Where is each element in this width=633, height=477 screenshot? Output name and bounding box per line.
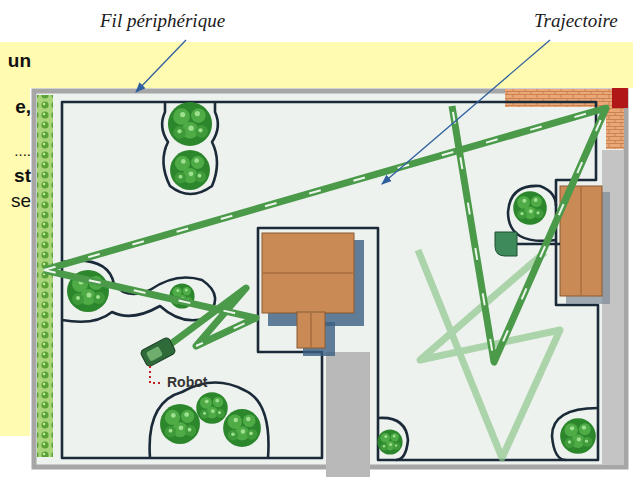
trajectory-line [44,270,256,352]
hedge [37,95,53,457]
callout-label: Trajectoire [534,10,618,33]
text-fragment: .... [14,142,31,160]
trajectory [44,106,606,362]
trajectory-faded [418,250,560,458]
callout-label: Fil périphérique [100,10,225,33]
roof-ridge [262,273,354,348]
text-fragment: e, [15,96,31,119]
leader-line [136,40,186,92]
text-fragment: se [11,190,31,213]
text-fragment: un [8,50,31,73]
trajectory-line [44,106,606,362]
tree [223,409,261,447]
trajectory-line [418,250,560,458]
tree [560,418,596,454]
robot-body [140,337,177,368]
tree [513,191,547,225]
wire-island [162,102,218,194]
tree [170,150,210,190]
robot-icon [140,337,177,368]
robot-leader [150,366,163,383]
text-fragment: st [14,165,31,188]
garden-ground [30,88,633,477]
tree [168,102,212,146]
leader-line [382,40,550,184]
wire-loop [62,102,598,460]
roof-ridge [580,186,582,296]
robot-top [146,346,163,361]
red-post [612,88,628,108]
trajectory-dash [44,106,606,362]
grey-path [326,352,370,477]
wire-island [150,382,269,458]
tree [377,429,402,454]
tree [196,392,228,424]
trajectory-direction [44,106,606,362]
wire-island [378,418,408,460]
brick-path [505,89,615,107]
robot-label: Robot [167,374,207,391]
station-wire [515,243,560,246]
house [262,233,364,356]
tree [160,404,200,444]
wire-island [552,408,598,460]
trajectory-dash [44,270,256,346]
charging-station [495,232,517,256]
shed [495,186,610,304]
peripheral-wire [62,102,598,460]
